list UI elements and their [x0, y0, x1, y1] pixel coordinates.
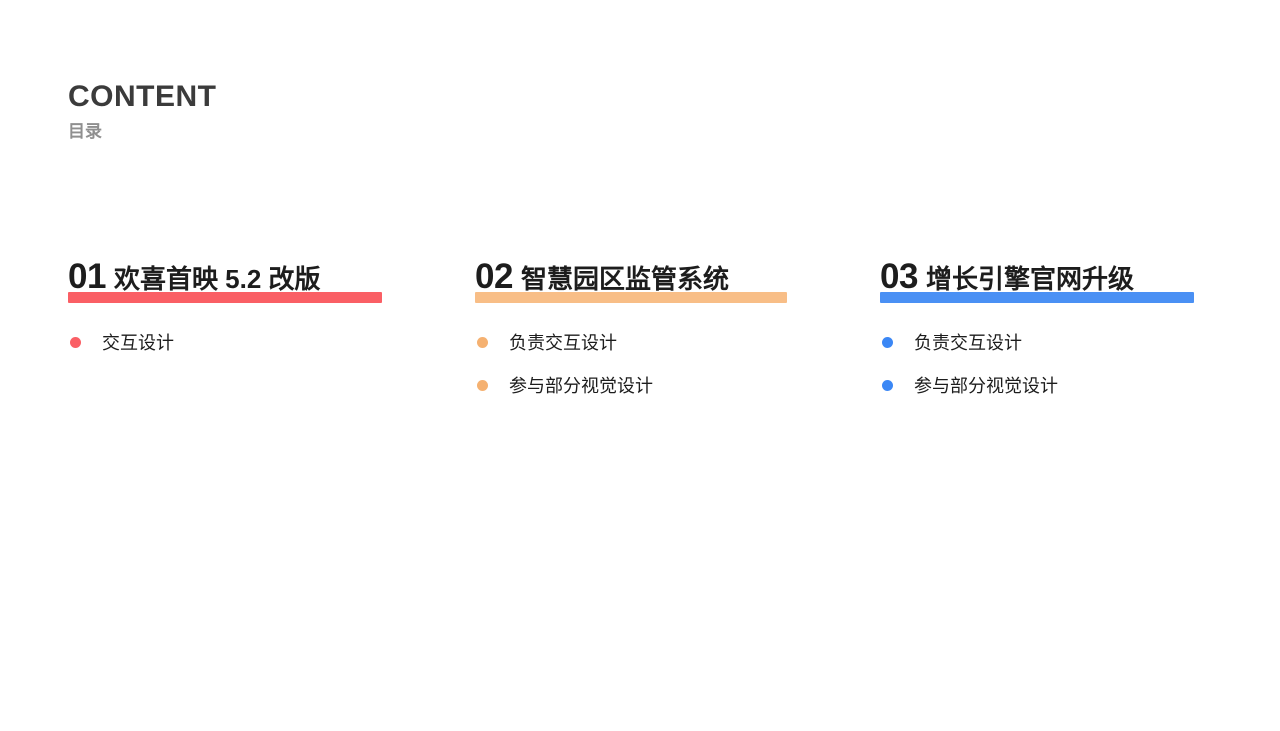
column-name-03: 增长引擎官网升级: [925, 264, 1134, 294]
bullet-label: 负责交互设计: [914, 332, 1022, 353]
heading-underline-bar-03: [880, 292, 1194, 303]
bullet-label: 参与部分视觉设计: [914, 375, 1058, 396]
column-number-01: 01: [68, 257, 106, 296]
column-name-01: 欢喜首映 5.2 改版: [113, 264, 321, 294]
page-title: CONTENT: [68, 80, 217, 113]
column-name-02: 智慧园区监管系统: [520, 264, 729, 294]
heading-underline-bar-01: [68, 292, 382, 303]
bullet-dot-icon: [477, 380, 488, 391]
page-subtitle: 目录: [68, 122, 102, 141]
bullet-label: 负责交互设计: [509, 332, 617, 353]
bullet-list-02: 负责交互设计 参与部分视觉设计: [477, 321, 653, 407]
list-item[interactable]: 负责交互设计: [882, 321, 1058, 364]
column-number-03: 03: [880, 257, 918, 296]
list-item[interactable]: 负责交互设计: [477, 321, 653, 364]
bullet-dot-icon: [882, 337, 893, 348]
bullet-dot-icon: [70, 337, 81, 348]
list-item[interactable]: 参与部分视觉设计: [477, 364, 653, 407]
bullet-list-01: 交互设计: [70, 321, 174, 364]
bullet-label: 参与部分视觉设计: [509, 375, 653, 396]
heading-underline-bar-02: [475, 292, 787, 303]
bullet-list-03: 负责交互设计 参与部分视觉设计: [882, 321, 1058, 407]
bullet-dot-icon: [882, 380, 893, 391]
bullet-label: 交互设计: [102, 332, 174, 353]
column-number-02: 02: [475, 257, 513, 296]
list-item[interactable]: 交互设计: [70, 321, 174, 364]
bullet-dot-icon: [477, 337, 488, 348]
list-item[interactable]: 参与部分视觉设计: [882, 364, 1058, 407]
slide-header: CONTENT 目录: [68, 80, 217, 142]
